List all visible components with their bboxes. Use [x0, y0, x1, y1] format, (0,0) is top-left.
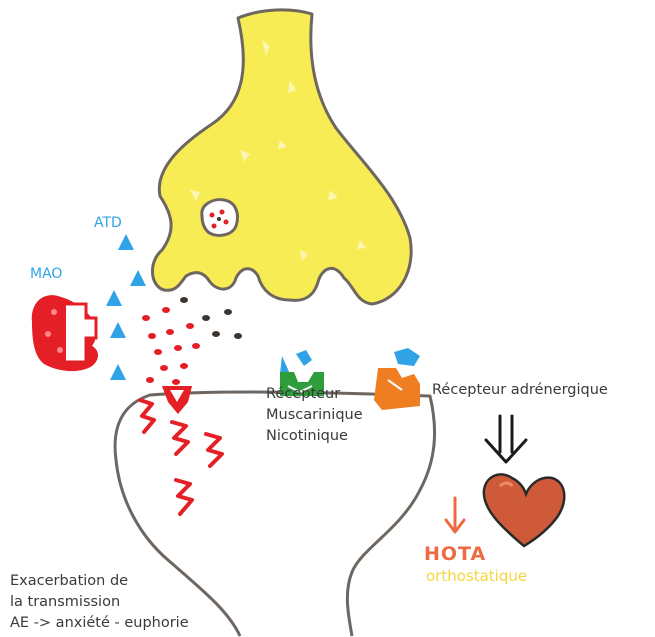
- red-receptor: [162, 386, 192, 414]
- excitation-signals: [140, 400, 222, 514]
- dark-neurotransmitters: [180, 297, 242, 339]
- orthostatique-label: orthostatique: [426, 567, 527, 585]
- down-arrows-icon: [486, 416, 526, 462]
- receptor-adrenergic-label: Récepteur adrénergique: [432, 380, 608, 401]
- atd-molecules: [106, 234, 146, 380]
- hota-down-arrow-icon: [446, 498, 464, 532]
- hota-label: HOTA: [424, 543, 486, 565]
- receptor-muscarinic-label: Récepteur Muscarinique Nicotinique: [266, 384, 363, 447]
- mao-label: MAO: [30, 266, 62, 282]
- receptor-line-3: Nicotinique: [266, 426, 363, 447]
- heart-icon: [484, 474, 564, 546]
- transmission-note: Exacerbation de la transmission AE -> an…: [10, 571, 189, 634]
- receptor-line-2: Muscarinique: [266, 405, 363, 426]
- receptor-line-1: Récepteur: [266, 384, 363, 405]
- note-line-3: AE -> anxiété - euphorie: [10, 613, 189, 634]
- atd-label: ATD: [94, 215, 122, 231]
- mao-enzyme: [32, 295, 98, 371]
- note-line-2: la transmission: [10, 592, 189, 613]
- note-line-1: Exacerbation de: [10, 571, 189, 592]
- presynaptic-neuron: [152, 10, 411, 304]
- red-neurotransmitters: [142, 307, 200, 385]
- synaptic-vesicle: [202, 200, 238, 236]
- adrenergic-receptor: [374, 348, 420, 410]
